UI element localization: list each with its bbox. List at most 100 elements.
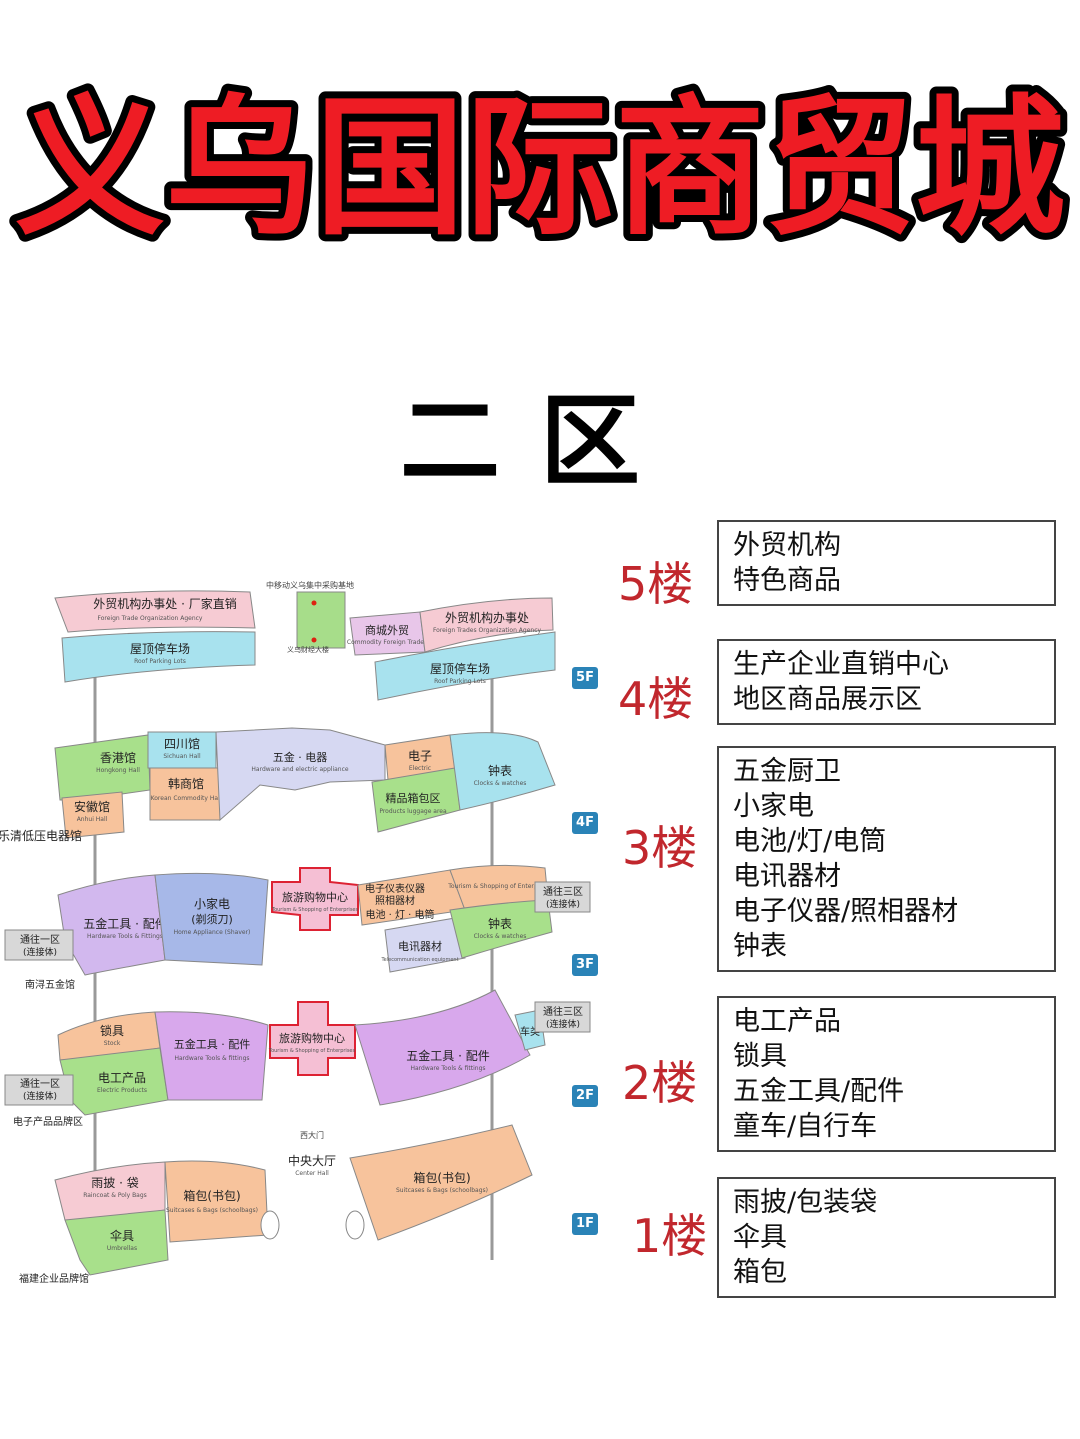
floor-3-map: 五金工具 · 配件 Hardware Tools & Fittings 小家电 …	[4, 864, 591, 991]
map-side-label: 南浔五金馆	[25, 978, 75, 991]
map-label-en: Hardware Tools & fittings	[174, 1055, 249, 1062]
map-label: 精品箱包区	[386, 791, 441, 805]
floor-2-map: 锁具 Stock 电工产品 Electric Products 五金工具 · 配…	[4, 989, 591, 1128]
floor-3-info: 五金厨卫 小家电 电池/灯/电筒 电讯器材 电子仪器/照相器材 钟表	[717, 746, 1056, 972]
floor-label-4: 4楼	[618, 672, 694, 726]
map-label-en: Clocks & watches	[474, 780, 527, 787]
floor-badge-3f: 3F	[572, 954, 598, 976]
floor-item: 特色商品	[733, 565, 841, 596]
map-label: 电池 · 灯 · 电筒	[365, 908, 434, 921]
map-label-en: Electric	[409, 765, 431, 772]
map-label-en: Hardware Tools & Fittings	[87, 933, 163, 940]
map-label-en: Roof Parking Lots	[134, 658, 186, 665]
map-label: 电子	[408, 749, 432, 763]
floor-2-info: 电工产品 锁具 五金工具/配件 童车/自行车	[717, 996, 1056, 1152]
floor-item: 钟表	[733, 931, 787, 962]
main-title-text: 义乌国际商贸城	[15, 82, 1065, 256]
map-label: 电工产品	[98, 1071, 146, 1085]
map-label-en: Telecommunication equipment	[380, 957, 458, 963]
floor-1-info: 雨披/包装袋 伞具 箱包	[717, 1177, 1056, 1298]
map-label-en: Commodity Foreign Trades	[347, 639, 427, 646]
map-label-en: Home Appliance (Shaver)	[174, 929, 251, 936]
map-label: 旅游购物中心	[282, 890, 348, 904]
map-label: 电子仪表仪器	[365, 882, 425, 895]
map-label-en: Foreign Trade Organization Agency	[98, 615, 203, 622]
map-label: 五金工具 · 配件	[174, 1037, 251, 1051]
map-side-label: 通往一区	[20, 933, 60, 946]
floor-label-2: 2楼	[622, 1056, 698, 1110]
map-label: 箱包(书包)	[413, 1170, 470, 1185]
map-label-en: Tourism & Shopping of Enterprises	[447, 883, 551, 890]
map-side-label: 福建企业品牌馆	[19, 1272, 89, 1285]
floor-4-map: 香港馆 Hongkong Hall 四川馆 Sichuan Hall 安徽馆 A…	[0, 727, 556, 843]
map-side-label: 通往三区	[543, 1005, 583, 1018]
floor-item: 锁具	[733, 1041, 787, 1072]
map-label-en: Umbrellas	[107, 1245, 137, 1252]
map-label: 电讯器材	[398, 939, 442, 953]
map-label: 五金工具 · 配件	[83, 916, 166, 931]
map-label-en: Stock	[104, 1040, 121, 1047]
map-label-en: Foreign Trades Organization Agency	[433, 627, 542, 634]
map-side-label: 乐清低压电器馆	[0, 828, 82, 843]
map-side-label: 通往三区	[543, 885, 583, 898]
map-label: 中移动义乌集中采购基地	[266, 580, 354, 590]
map-label: 韩商馆	[168, 776, 204, 791]
map-label: 五金 · 电器	[273, 750, 328, 764]
map-label: 小家电	[194, 896, 230, 911]
floor-item: 五金工具/配件	[733, 1076, 905, 1107]
map-label: 旅游购物中心	[279, 1031, 345, 1045]
floor-badge-5f: 5F	[572, 667, 598, 689]
floor-label-3: 3楼	[622, 821, 698, 875]
map-label-en: Hardware Tools & fittings	[410, 1065, 485, 1072]
map-label-en: Center Hall	[295, 1170, 329, 1177]
floor-item: 电子仪器/照相器材	[733, 896, 959, 927]
floor-label-5: 5楼	[618, 557, 694, 611]
map-label: 安徽馆	[74, 799, 110, 814]
floor-4-info: 生产企业直销中心 地区商品展示区	[717, 639, 1056, 725]
floor-item: 雨披/包装袋	[733, 1187, 878, 1218]
map-label: 商城外贸	[365, 623, 409, 637]
zone-title: 二区	[400, 383, 680, 500]
map-label: 中央大厅	[288, 1153, 336, 1168]
map-side-label: (连接体)	[546, 898, 580, 910]
map-label-en: Anhui Hall	[77, 816, 108, 823]
map-label: 屋顶停车场	[130, 641, 190, 656]
floor-item: 电池/灯/电筒	[733, 826, 887, 857]
floor-item: 电讯器材	[733, 861, 841, 892]
floor-label-1: 1楼	[632, 1209, 708, 1263]
floor-item: 箱包	[733, 1257, 787, 1288]
map-label-en: Raincoat & Poly Bags	[83, 1192, 147, 1199]
main-title: 义乌国际商贸城	[8, 75, 1072, 263]
map-label-en: Roof Parking Lots	[434, 678, 486, 685]
map-label-en: Electric Products	[97, 1087, 147, 1094]
map-label: 四川馆	[164, 736, 200, 751]
map-label: 照相器材	[375, 894, 415, 907]
floor-item: 生产企业直销中心	[733, 649, 949, 680]
floor-item: 地区商品展示区	[733, 684, 922, 715]
map-side-label: 通往一区	[20, 1077, 60, 1090]
map-side-label: (连接体)	[23, 1090, 57, 1102]
map-label-en: Hardware and electric appliance	[251, 766, 349, 773]
map-label-en: Tourism & Shopping of Enterprises	[268, 1048, 356, 1054]
map-label-en: Hongkong Hall	[96, 767, 140, 774]
map-label-en: Suitcases & Bags (schoolbags)	[166, 1207, 258, 1214]
map-label: 钟表	[488, 763, 512, 778]
map-label: 锁具	[100, 1023, 124, 1038]
map-label-en: Clocks & watches	[474, 933, 527, 940]
floor-item: 伞具	[733, 1222, 787, 1253]
map-label-en: Products luggage area	[379, 808, 447, 815]
map-label: (剃须刀)	[191, 913, 233, 926]
map-label: 外贸机构办事处 · 厂家直销	[93, 596, 236, 611]
map-label-en: Korean Commodity Hall	[151, 795, 222, 802]
map-side-label: 电子产品品牌区	[13, 1115, 83, 1128]
floor-badge-1f: 1F	[572, 1213, 598, 1235]
map-label: 箱包(书包)	[183, 1188, 240, 1203]
map-label: 屋顶停车场	[430, 661, 490, 676]
map-label: 雨披 · 袋	[91, 1176, 138, 1190]
floor-item: 小家电	[733, 791, 814, 822]
map-label-en: Suitcases & Bags (schoolbags)	[396, 1187, 488, 1194]
floor-badge-2f: 2F	[572, 1085, 598, 1107]
floor-item: 童车/自行车	[733, 1111, 878, 1142]
map-label: 西大门	[300, 1130, 324, 1140]
floor-1-map: 雨披 · 袋 Raincoat & Poly Bags 伞具 Umbrellas…	[19, 1124, 533, 1285]
